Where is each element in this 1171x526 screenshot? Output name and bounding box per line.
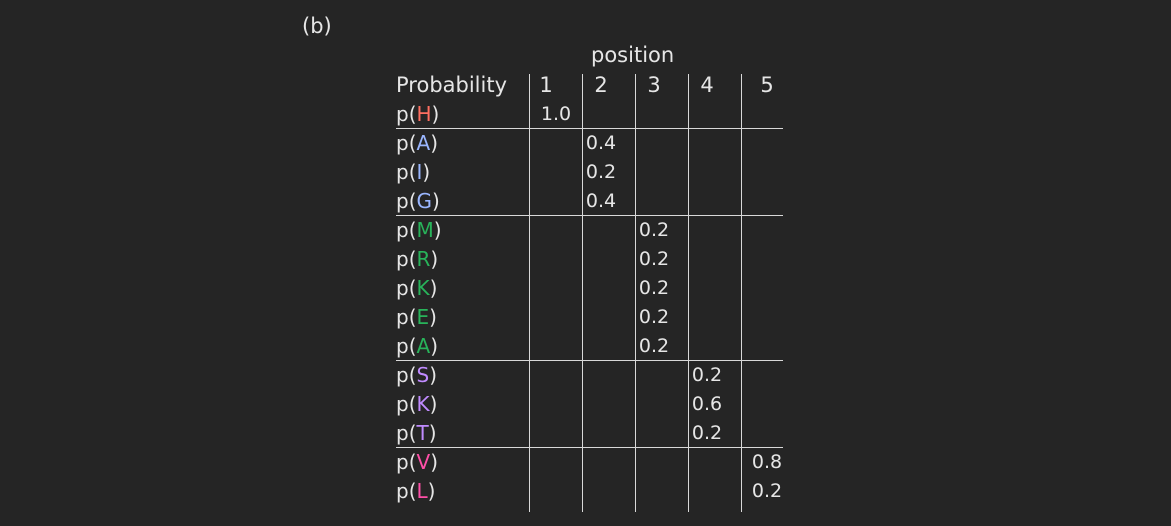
column-header-4: 4 xyxy=(700,73,714,97)
column-header-3: 3 xyxy=(647,73,661,97)
column-header-1: 1 xyxy=(539,73,553,97)
probability-value: 0.4 xyxy=(585,132,617,154)
column-header-5: 5 xyxy=(760,73,774,97)
probability-value: 0.6 xyxy=(691,393,723,415)
row-suffix: ) xyxy=(431,102,440,126)
probability-value: 0.2 xyxy=(691,422,723,444)
group-separator xyxy=(396,215,783,216)
row-suffix: ) xyxy=(430,247,439,271)
row-prefix: p( xyxy=(396,160,417,184)
row-prefix: p( xyxy=(396,189,417,213)
group-separator xyxy=(396,447,783,448)
row-suffix: ) xyxy=(429,276,438,300)
row-prefix: p( xyxy=(396,247,417,271)
probability-row: p(S) xyxy=(396,361,437,390)
column-divider xyxy=(529,74,530,512)
row-prefix: p( xyxy=(396,276,417,300)
row-suffix: ) xyxy=(429,363,438,387)
residue-letter: I xyxy=(416,160,423,184)
row-suffix: ) xyxy=(429,392,438,416)
row-suffix: ) xyxy=(430,450,438,474)
row-prefix: p( xyxy=(396,392,417,416)
probability-value: 0.4 xyxy=(585,190,617,212)
residue-letter: V xyxy=(416,450,431,474)
column-divider xyxy=(635,74,636,512)
row-suffix: ) xyxy=(430,131,438,155)
row-suffix: ) xyxy=(427,479,436,503)
row-prefix: p( xyxy=(396,334,417,358)
residue-letter: E xyxy=(416,305,430,329)
row-prefix: p( xyxy=(396,363,417,387)
residue-letter: L xyxy=(416,479,428,503)
column-divider xyxy=(741,74,742,512)
probability-value: 0.2 xyxy=(638,219,670,241)
residue-letter: T xyxy=(416,421,429,445)
column-divider xyxy=(688,74,689,512)
row-prefix: p( xyxy=(396,131,417,155)
residue-letter: A xyxy=(416,131,431,155)
position-title: position xyxy=(591,43,675,67)
probability-row: p(V) xyxy=(396,448,438,477)
residue-letter: S xyxy=(416,363,430,387)
column-divider xyxy=(582,74,583,512)
probability-value: 0.2 xyxy=(691,364,723,386)
probability-row: p(L) xyxy=(396,477,435,506)
residue-letter: R xyxy=(416,247,431,271)
residue-letter: H xyxy=(416,102,432,126)
probability-row: p(T) xyxy=(396,419,437,448)
probability-row: p(H) xyxy=(396,100,439,129)
probability-value: 0.2 xyxy=(638,335,670,357)
row-suffix: ) xyxy=(432,189,440,213)
row-prefix: p( xyxy=(396,450,417,474)
row-prefix: p( xyxy=(396,479,417,503)
residue-letter: A xyxy=(416,334,431,358)
probability-row: p(A) xyxy=(396,332,438,361)
residue-letter: K xyxy=(416,392,430,416)
probability-value: 0.2 xyxy=(585,161,617,183)
column-header-2: 2 xyxy=(594,73,608,97)
probability-row: p(E) xyxy=(396,303,437,332)
row-suffix: ) xyxy=(430,334,438,358)
probability-row: p(K) xyxy=(396,274,437,303)
probability-value: 0.2 xyxy=(638,306,670,328)
row-suffix: ) xyxy=(428,421,437,445)
residue-letter: M xyxy=(416,218,434,242)
probability-row: p(K) xyxy=(396,390,437,419)
row-prefix: p( xyxy=(396,218,417,242)
row-suffix: ) xyxy=(422,160,431,184)
probability-value: 1.0 xyxy=(540,103,572,125)
probability-row: p(A) xyxy=(396,129,438,158)
probability-value: 0.2 xyxy=(638,248,670,270)
probability-value: 0.2 xyxy=(751,480,783,502)
row-prefix: p( xyxy=(396,421,417,445)
probability-value: 0.2 xyxy=(638,277,670,299)
probability-row: p(G) xyxy=(396,187,440,216)
probability-value: 0.8 xyxy=(751,451,783,473)
panel-label: (b) xyxy=(302,14,332,38)
probability-header: Probability xyxy=(396,73,508,97)
residue-letter: G xyxy=(416,189,433,213)
group-separator xyxy=(396,128,783,129)
probability-row: p(M) xyxy=(396,216,442,245)
residue-letter: K xyxy=(416,276,430,300)
probability-row: p(I) xyxy=(396,158,430,187)
row-prefix: p( xyxy=(396,102,417,126)
row-suffix: ) xyxy=(433,218,442,242)
group-separator xyxy=(396,360,783,361)
row-prefix: p( xyxy=(396,305,417,329)
probability-row: p(R) xyxy=(396,245,438,274)
row-suffix: ) xyxy=(429,305,437,329)
